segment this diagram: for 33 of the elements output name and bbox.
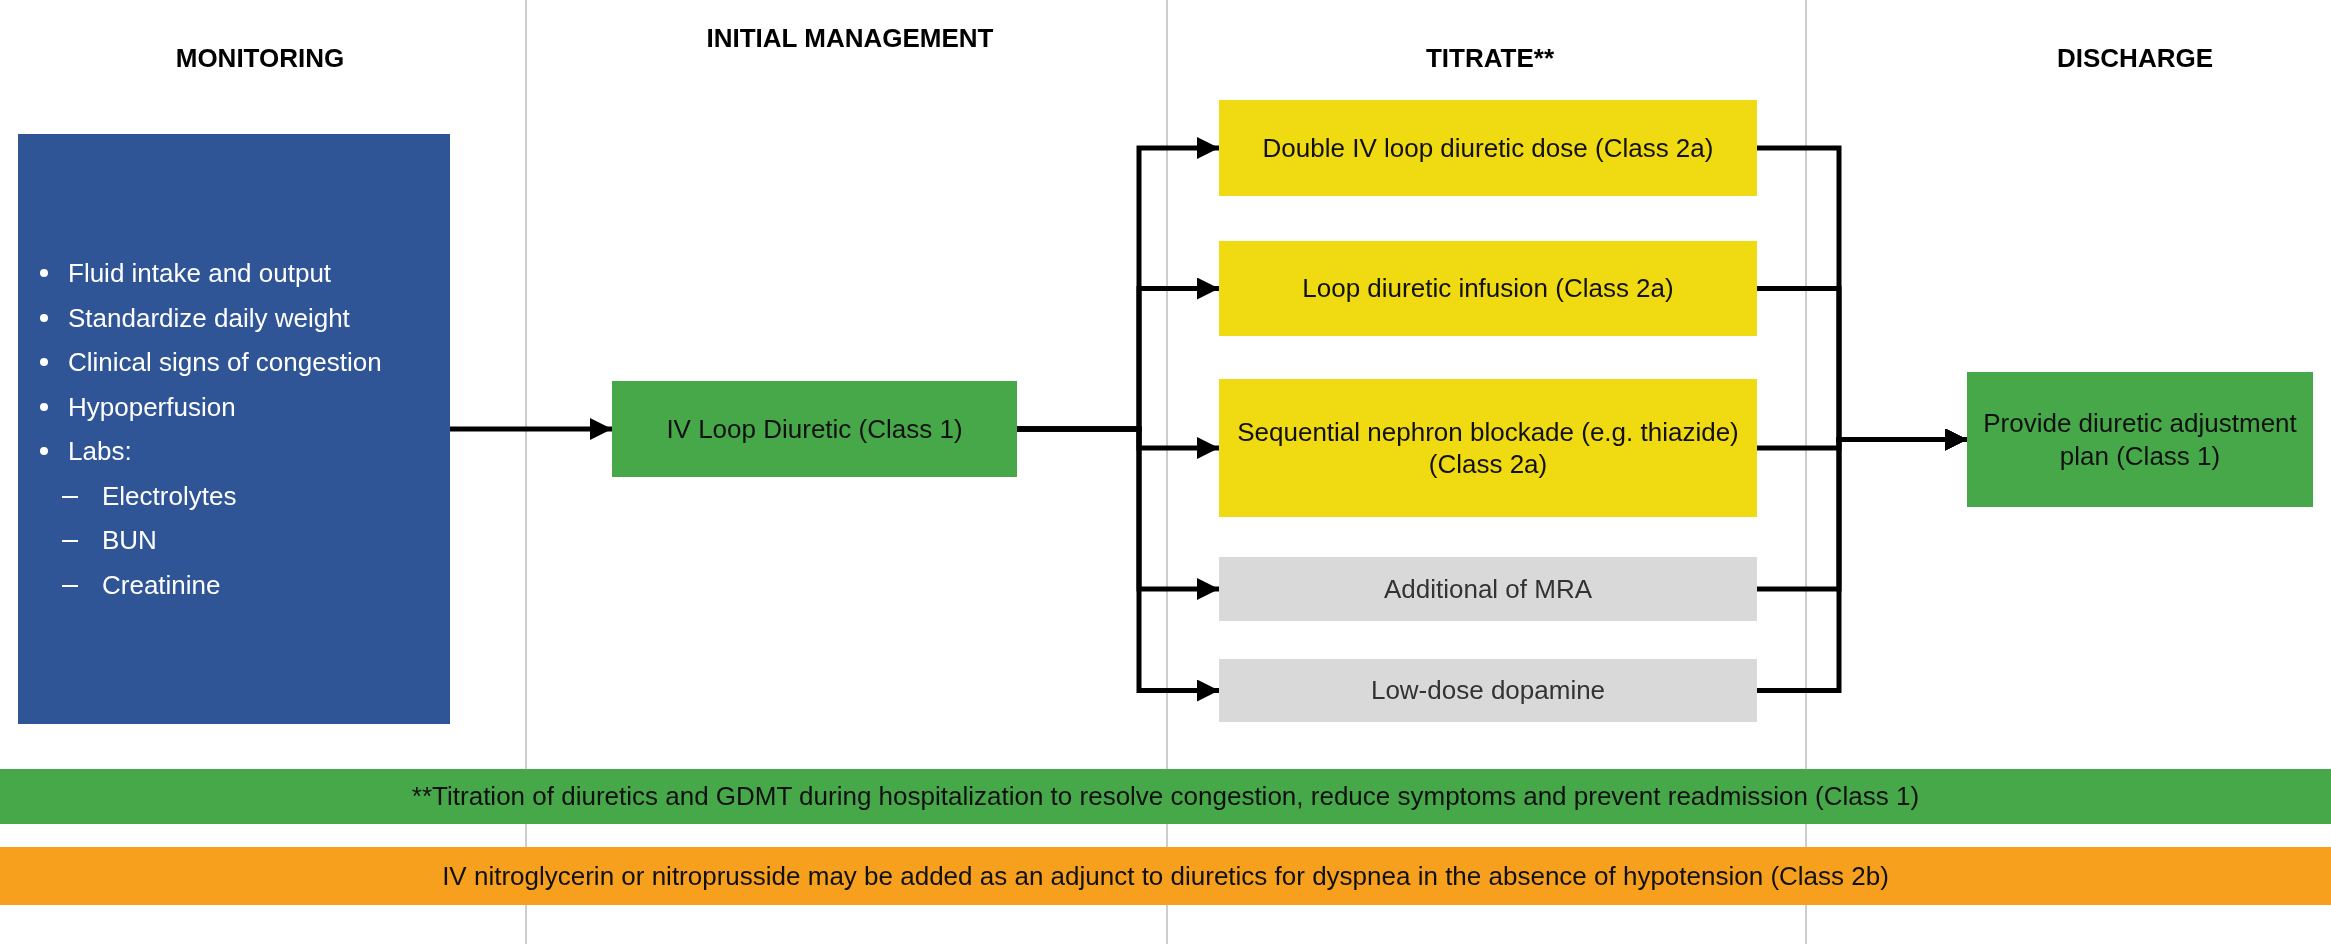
column-heading: TITRATE** [1424, 42, 1556, 75]
note-banner [0, 769, 2331, 824]
connector-arrow [450, 418, 612, 440]
connector-arrow [1017, 426, 1219, 702]
box-text: IV nitroglycerin or nitroprusside may be added as an adjunct to diuretics for dyspnea in the absence of hypotension (Class 2b) [442, 859, 1889, 893]
process-box [1219, 557, 1757, 621]
list-item: Clinical signs of congestion [68, 346, 382, 379]
list-item: Electrolytes [102, 479, 237, 512]
list-item: BUN [102, 524, 157, 557]
column-heading: DISCHARGE [2056, 42, 2214, 75]
box-text: Double IV loop diuretic dose (Class 2a) [1262, 131, 1714, 165]
box-text: Provide diuretic adjustment plan (Class 1) [1982, 407, 2298, 472]
column-heading: INITIAL MANAGEMENT [705, 22, 995, 55]
box-text: Sequential nephron blockade (e.g. thiazide) (Class 2a) [1236, 415, 1740, 481]
box-text: Additional of MRA [1383, 572, 1593, 606]
bullet-list-box [18, 134, 450, 724]
box-text: Low-dose dopamine [1370, 674, 1606, 707]
list-item: Labs: [68, 435, 132, 468]
process-box [1219, 100, 1757, 196]
box-text: IV Loop Diuretic (Class 1) [666, 412, 963, 446]
note-banner [0, 847, 2331, 905]
box-text: Loop diuretic infusion (Class 2a) [1302, 272, 1674, 305]
process-box [1967, 372, 2313, 507]
list-item: Fluid intake and output [68, 257, 332, 290]
process-box [1219, 659, 1757, 722]
box-text: **Titration of diuretics and GDMT during hospitalization to resolve congestion, reduce symptoms and prevent readmission (Class 1) [411, 780, 1920, 813]
process-box [1219, 379, 1757, 517]
list-item: Hypoperfusion [68, 390, 236, 423]
list-item: Creatinine [102, 568, 221, 601]
process-box [612, 381, 1017, 477]
column-heading: MONITORING [174, 42, 346, 75]
process-box [1219, 241, 1757, 336]
list-item: Standardize daily weight [68, 301, 350, 334]
